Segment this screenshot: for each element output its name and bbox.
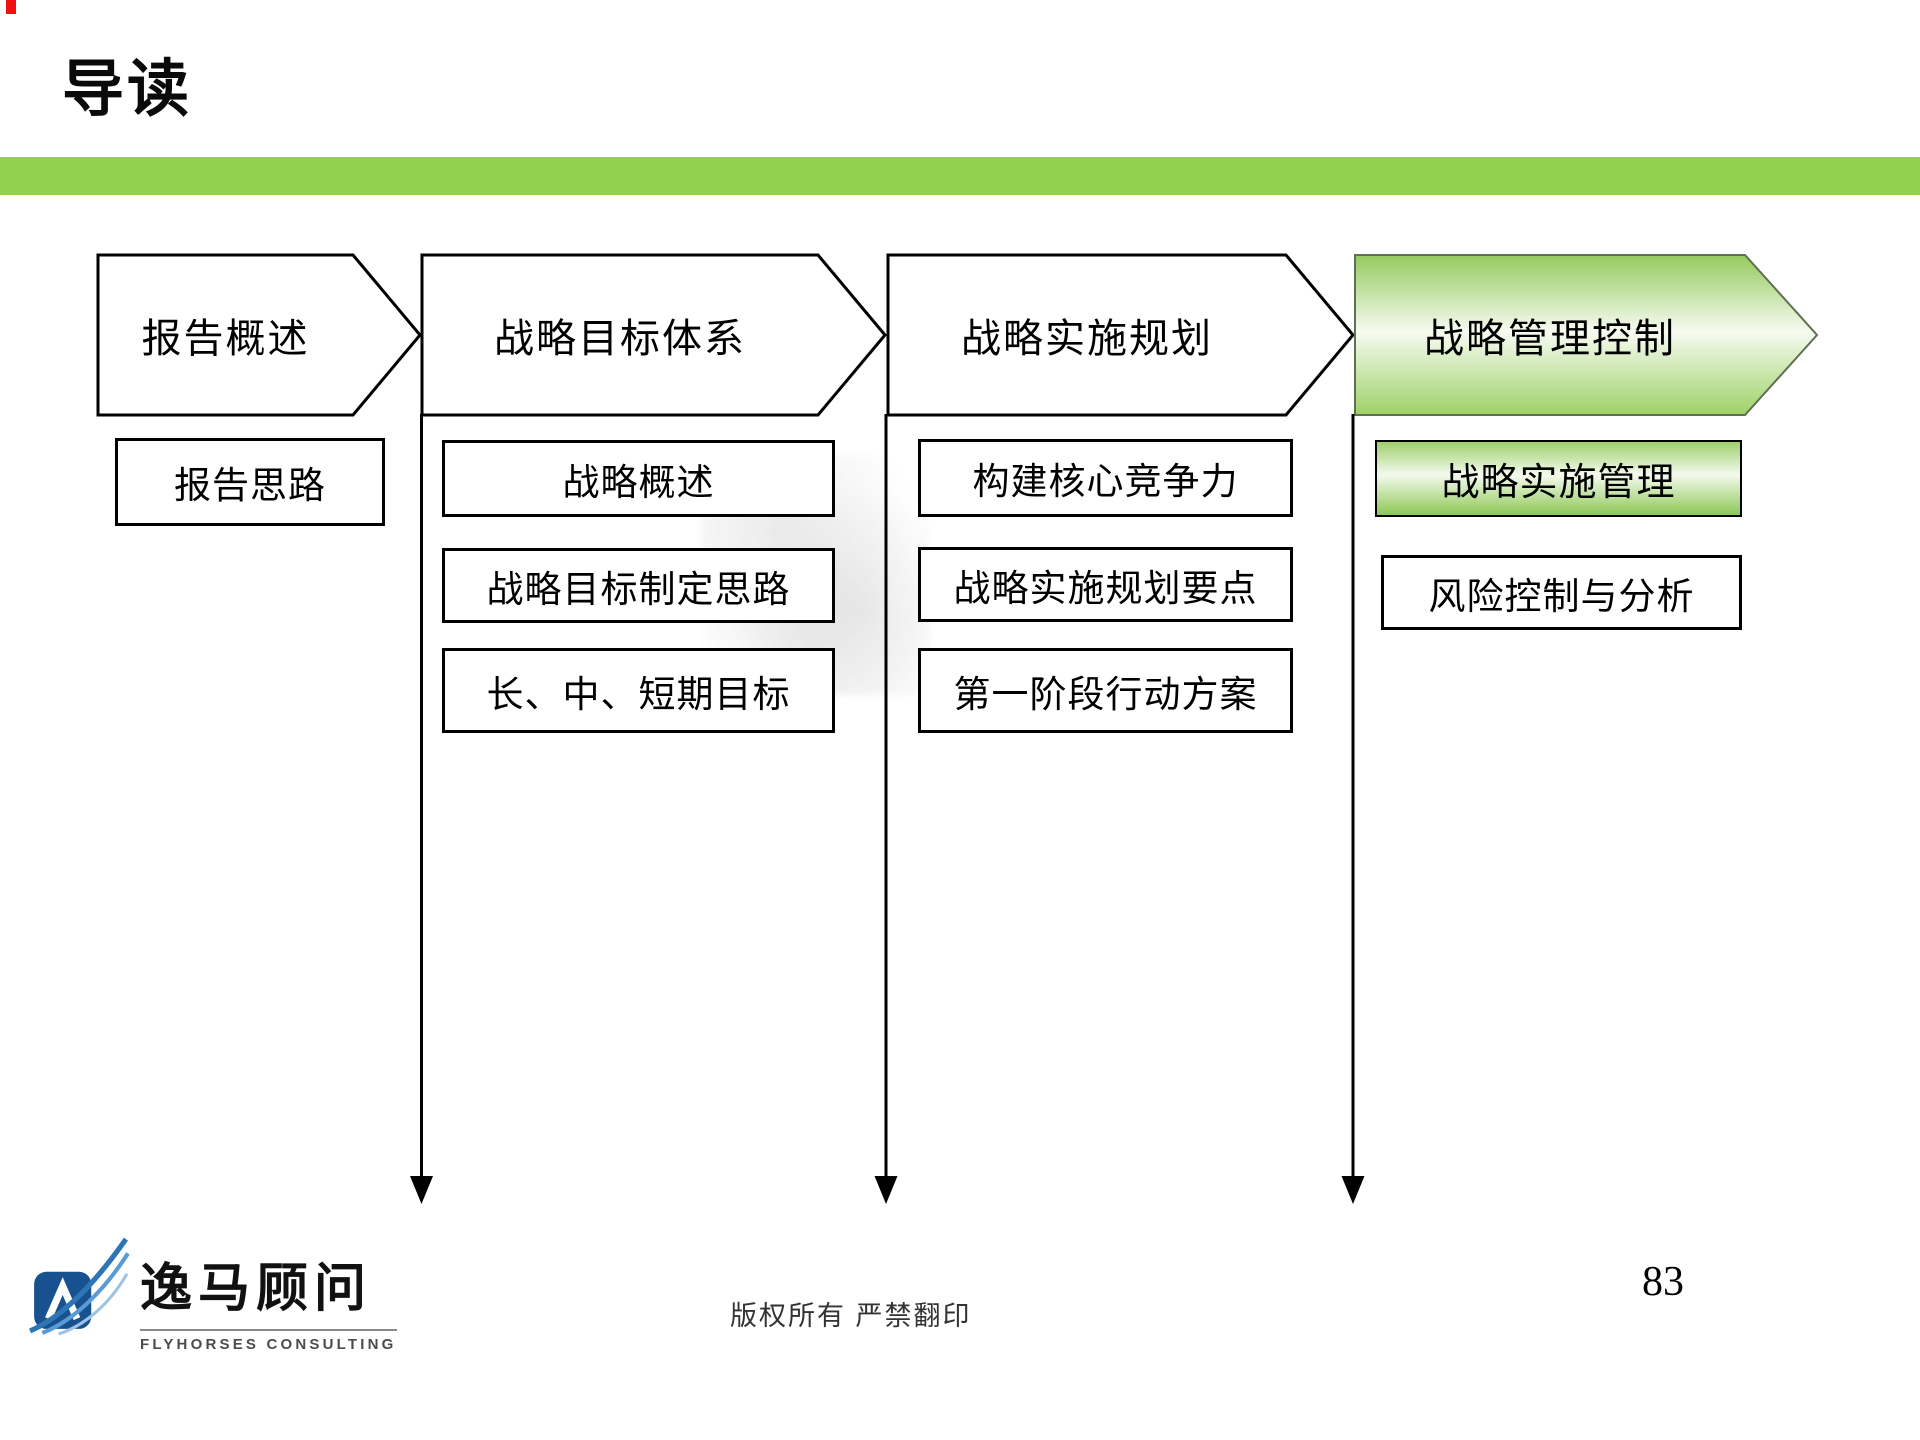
corner-red-mark xyxy=(6,0,16,14)
title-accent-bar xyxy=(0,157,1920,195)
down-arrowhead-icon xyxy=(1341,1176,1365,1204)
flow-header-report-overview: 报告概述 xyxy=(141,317,310,361)
down-arrowhead-icon xyxy=(410,1176,433,1204)
chevron-arrow-3 xyxy=(886,253,1355,417)
page-title: 导读 xyxy=(62,55,193,124)
company-logo: 逸马顾问 FLYHORSES CONSULTING xyxy=(28,1232,397,1354)
flow-item-box: 风险控制与分析 xyxy=(1381,555,1742,630)
flow-item-box: 长、中、短期目标 xyxy=(442,648,835,733)
flow-item-box-highlighted: 战略实施管理 xyxy=(1375,440,1742,517)
flow-item-box: 第一阶段行动方案 xyxy=(918,648,1293,733)
logo-name-cn: 逸马顾问 xyxy=(140,1260,373,1318)
page-number: 83 xyxy=(1642,1259,1684,1305)
flow-item-box: 战略概述 xyxy=(442,440,835,517)
flow-item-box: 构建核心竞争力 xyxy=(918,439,1293,517)
flow-header-strategy-implementation-planning: 战略实施规划 xyxy=(961,317,1213,361)
flyhorses-logo-icon xyxy=(29,1237,130,1336)
down-arrowhead-icon xyxy=(874,1176,898,1204)
flow-item-box: 战略目标制定思路 xyxy=(442,548,835,623)
chevron-arrow-4 xyxy=(1354,254,1819,416)
flow-item-box: 战略实施规划要点 xyxy=(918,547,1293,622)
copyright-notice: 版权所有 严禁翻印 xyxy=(730,1301,972,1331)
chevron-arrow-2 xyxy=(420,253,887,417)
flow-header-strategic-goal-system: 战略目标体系 xyxy=(494,317,746,361)
logo-name-en: FLYHORSES CONSULTING xyxy=(140,1329,397,1353)
chevron-arrow-1 xyxy=(96,253,422,417)
flow-item-box: 报告思路 xyxy=(115,438,385,526)
flow-header-strategy-management-control: 战略管理控制 xyxy=(1424,317,1676,361)
